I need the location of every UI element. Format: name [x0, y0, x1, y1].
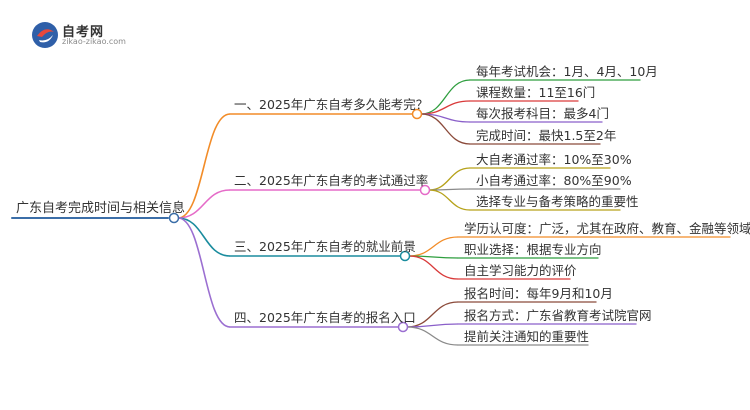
branch-node-1: 一、2025年广东自考多久能考完？	[234, 97, 429, 112]
branch-toggle-3[interactable]	[399, 250, 411, 262]
logo-title: 自考网	[62, 25, 105, 40]
branch-connector-4	[177, 217, 231, 328]
branch-toggle-1[interactable]	[411, 108, 423, 120]
branch-node-2: 二、2025年广东自考的考试通过率	[234, 173, 429, 188]
branch-node-3: 三、2025年广东自考的就业前景	[234, 239, 416, 254]
leaf-connector-1-1	[420, 79, 471, 115]
branch-connector-1	[177, 113, 231, 219]
leaf-node-3-2: 职业选择：根据专业方向	[464, 242, 602, 257]
root-node: 广东自考完成时间与相关信息	[16, 201, 186, 216]
logo-icon	[32, 22, 58, 48]
leaf-node-4-2: 报名方式：广东省教育考试院官网	[464, 308, 652, 323]
branch-toggle-2[interactable]	[419, 184, 431, 196]
leaf-connector-2-3	[428, 189, 471, 211]
leaf-connector-3-1	[408, 236, 459, 257]
leaf-node-3-3: 自主学习能力的评价	[464, 263, 577, 278]
leaf-node-1-2: 课程数量：11至16门	[476, 85, 596, 100]
leaf-node-2-1: 大自考通过率：10%至30%	[476, 152, 632, 167]
leaf-node-3-1: 学历认可度：广泛，尤其在政府、教育、金融等领域	[464, 221, 750, 236]
logo-subtitle: zikao-zikao.com	[62, 37, 126, 46]
leaf-node-2-2: 小自考通过率：80%至90%	[476, 173, 632, 188]
leaf-connector-1-2	[420, 100, 471, 115]
root-node-toggle[interactable]	[168, 212, 180, 224]
leaf-node-1-3: 每次报考科目：最多4门	[476, 106, 609, 121]
site-logo[interactable]	[30, 20, 140, 50]
leaf-connector-3-3	[408, 255, 459, 280]
branch-connector-2	[177, 189, 231, 219]
branch-node-4: 四、2025年广东自考的报名入口	[234, 310, 416, 325]
leaf-node-1-4: 完成时间：最快1.5至2年	[476, 128, 617, 143]
leaf-connector-2-1	[428, 167, 471, 191]
leaf-connector-1-4	[420, 113, 471, 145]
leaf-node-4-1: 报名时间：每年9月和10月	[464, 286, 613, 301]
leaf-node-4-3: 提前关注通知的重要性	[464, 329, 590, 344]
leaf-node-1-1: 每年考试机会：1月、4月、10月	[476, 64, 658, 79]
branch-connector-3	[177, 217, 231, 257]
leaf-connector-4-3	[406, 326, 459, 346]
branch-toggle-4[interactable]	[397, 321, 409, 333]
leaf-node-2-3: 选择专业与备考策略的重要性	[476, 194, 639, 209]
